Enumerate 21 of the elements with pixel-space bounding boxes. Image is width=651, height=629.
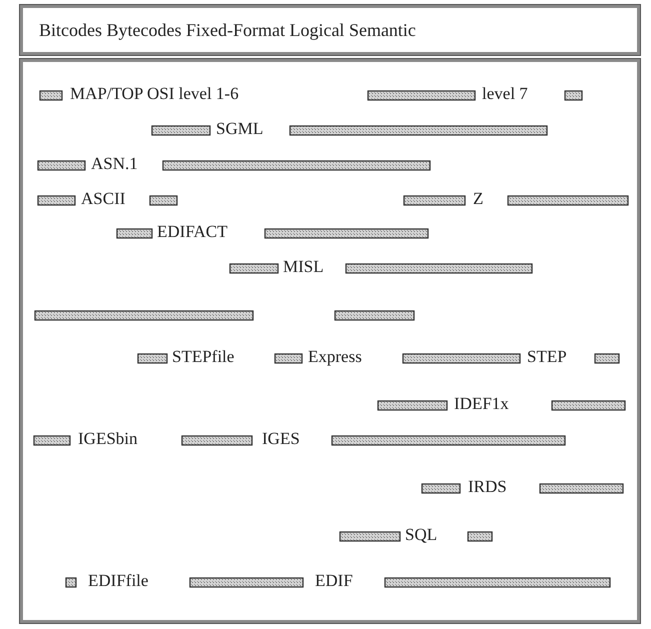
standard-label: STEPfile <box>172 347 234 367</box>
standard-label: Z <box>473 189 484 209</box>
standard-label: IDEF1x <box>454 394 509 414</box>
standard-label: STEP <box>527 347 567 367</box>
standard-label: Express <box>308 347 362 367</box>
standard-label: MISL <box>283 257 324 277</box>
standard-label: level 7 <box>482 84 528 104</box>
standard-label: ASN.1 <box>91 154 138 174</box>
standard-label: ASCII <box>81 189 126 209</box>
standard-label: SQL <box>405 525 438 545</box>
standard-label: SGML <box>216 119 264 139</box>
standard-label: IRDS <box>468 477 507 497</box>
standard-label: EDIFACT <box>157 222 228 242</box>
standard-label: IGES <box>262 429 300 449</box>
standard-label: EDIF <box>315 571 353 591</box>
header-text: Bitcodes Bytecodes Fixed-Format Logical Semantic <box>39 20 416 40</box>
standard-label: EDIFfile <box>88 571 148 591</box>
panel-box <box>20 59 640 623</box>
header-box <box>20 5 640 55</box>
standard-label: MAP/TOP OSI level 1-6 <box>70 84 239 104</box>
standard-label: IGESbin <box>78 429 138 449</box>
